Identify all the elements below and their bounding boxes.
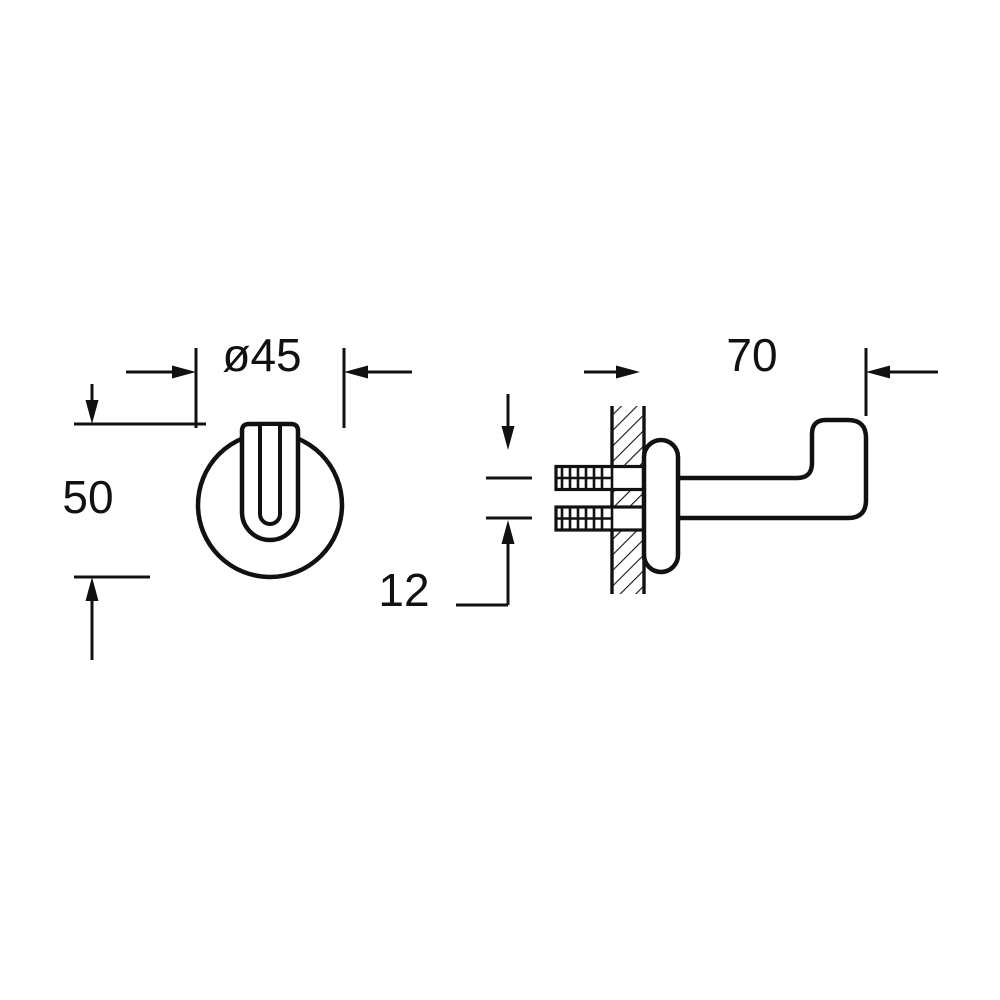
depth-label: 70 [726,329,777,381]
arrowhead-left-icon [344,365,368,379]
height-label: 50 [62,471,113,523]
wall-hatching [612,406,644,594]
dimension-depth: 70 [584,329,938,416]
arrowhead-right-icon [172,365,196,379]
front-view [195,421,345,580]
fixing-screw-bottom [554,505,648,532]
mounting-plate-side [641,437,681,575]
diameter-label: ø45 [222,329,301,381]
dimension-diameter: ø45 [126,329,412,428]
arrowhead-right-icon [616,365,640,379]
wall-section [610,406,646,594]
arrowhead-down-icon [85,400,99,424]
hook-slot-front [258,422,282,526]
arrowhead-left-icon [866,365,890,379]
spacing-label: 12 [378,564,429,616]
arrowhead-down-icon [501,426,515,450]
fixing-screw-top [554,464,648,492]
arrowhead-up-icon [501,520,515,544]
side-view [554,406,869,594]
arrowhead-up-icon [85,577,99,601]
hook-arm-side [673,417,869,521]
dimension-height: 50 [62,384,206,660]
dimension-spacing: 12 [378,394,532,616]
